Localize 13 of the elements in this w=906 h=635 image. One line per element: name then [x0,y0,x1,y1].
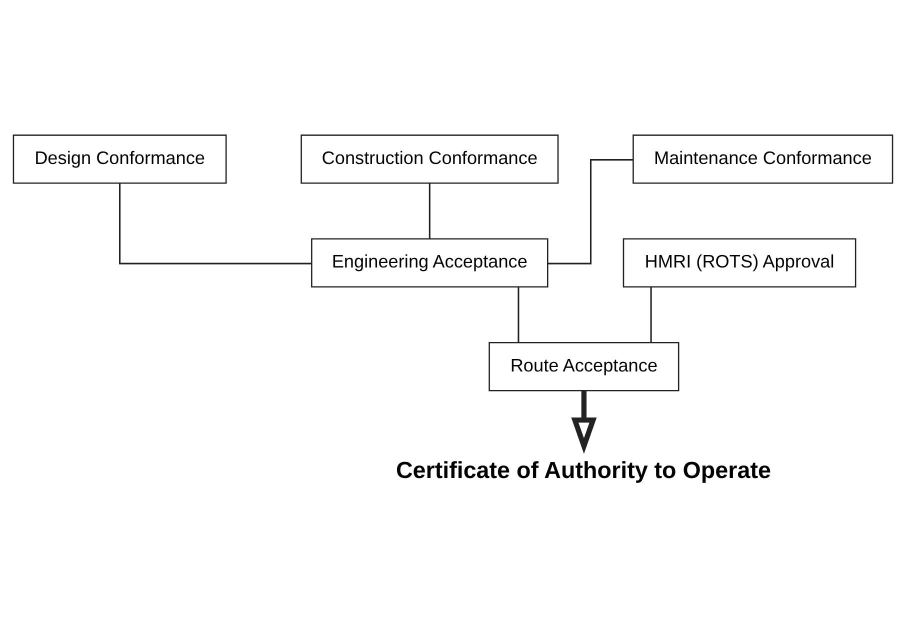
connector [119,182,312,264]
node-box: Construction Conformance [300,134,559,184]
arrow [571,390,597,454]
connector [650,286,652,342]
node-box: Engineering Acceptance [311,238,548,288]
connector [548,158,633,264]
connector [518,286,520,342]
node-text: Certificate of Authority to Operate [396,456,771,482]
node-box: HMRI (ROTS) Approval [622,238,856,288]
node-box: Maintenance Conformance [632,134,894,184]
node-box: Route Acceptance [488,341,680,391]
connector [428,182,430,238]
node-box: Design Conformance [12,134,227,184]
